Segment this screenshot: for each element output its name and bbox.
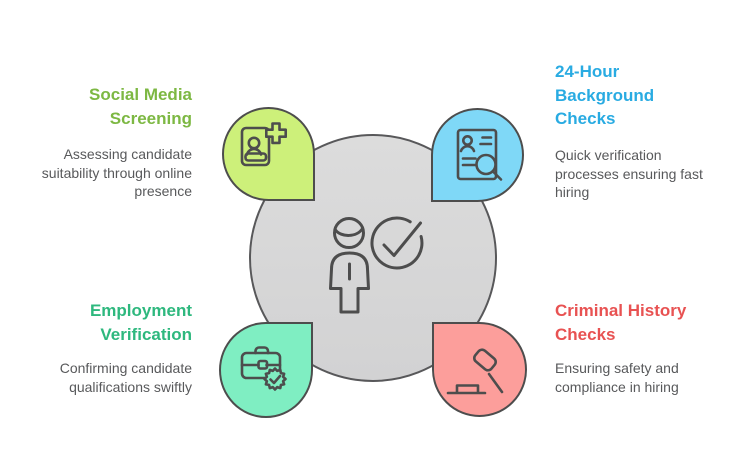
gavel-icon	[446, 348, 504, 395]
quadrant-description-employment-verification: Confirming candidate qualifications swif…	[59, 360, 192, 395]
quadrant-title-employment-verification: Employment Verification	[89, 301, 192, 344]
id-card-person-add-icon	[240, 122, 287, 167]
petal-criminal-history-checks	[432, 322, 527, 417]
petal-social-media-screening	[222, 107, 315, 201]
quadrant-title-background-checks: 24-Hour Background Checks	[555, 62, 655, 128]
quadrant-title-criminal-history-checks: Criminal History Checks	[555, 301, 687, 344]
quadrant-description-background-checks: Quick verification processes ensuring fa…	[555, 147, 703, 200]
resume-magnifier-icon	[456, 128, 503, 181]
candidate-check-icon	[329, 216, 424, 314]
petal-employment-verification	[219, 322, 313, 418]
petal-background-checks	[431, 108, 524, 202]
briefcase-seal-check-icon	[240, 346, 287, 391]
quadrant-description-social-media-screening: Assessing candidate suitability through …	[41, 146, 192, 199]
quadrant-title-social-media-screening: Social Media Screening	[89, 85, 192, 128]
quadrant-description-criminal-history-checks: Ensuring safety and compliance in hiring	[555, 360, 679, 395]
